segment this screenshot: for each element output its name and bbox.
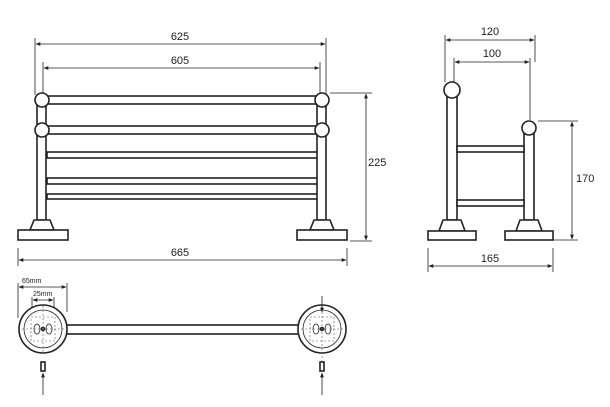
dim-120-label: 120 — [481, 26, 499, 38]
dim-25mm-label: 25mm — [33, 291, 53, 298]
front-view: 625 605 — [17, 31, 386, 266]
plan-left-base — [18, 304, 68, 354]
dim-100-label: 100 — [483, 48, 501, 60]
towel-rails — [46, 95, 320, 200]
dim-625-label: 625 — [171, 31, 189, 43]
side-rails — [456, 145, 525, 207]
dimension-120: 120 — [444, 26, 536, 82]
right-post — [296, 92, 348, 241]
dimension-605: 605 — [42, 55, 321, 95]
dimension-65mm: 65mm — [17, 278, 68, 318]
dimension-225: 225 — [330, 92, 386, 242]
dim-665-label: 665 — [171, 247, 189, 259]
dim-170-label: 170 — [576, 173, 594, 185]
side-tall-post — [427, 81, 477, 241]
left-post — [17, 92, 69, 241]
plan-rail — [65, 324, 301, 335]
dimension-625: 625 — [34, 31, 327, 95]
plan-screw-right — [319, 361, 325, 395]
dim-165-label: 165 — [481, 253, 499, 265]
plan-view: 65mm 25mm — [17, 278, 347, 395]
dimension-100: 100 — [453, 48, 531, 120]
dim-65mm-label: 65mm — [22, 278, 42, 285]
dimension-665: 665 — [17, 247, 348, 266]
dimension-170: 170 — [538, 120, 594, 241]
dim-225-label: 225 — [368, 157, 386, 169]
dimension-165: 165 — [427, 248, 554, 272]
side-short-post — [504, 120, 554, 241]
dim-605-label: 605 — [171, 55, 189, 67]
plan-screw-left — [40, 361, 46, 395]
side-view: 120 100 — [427, 26, 594, 272]
